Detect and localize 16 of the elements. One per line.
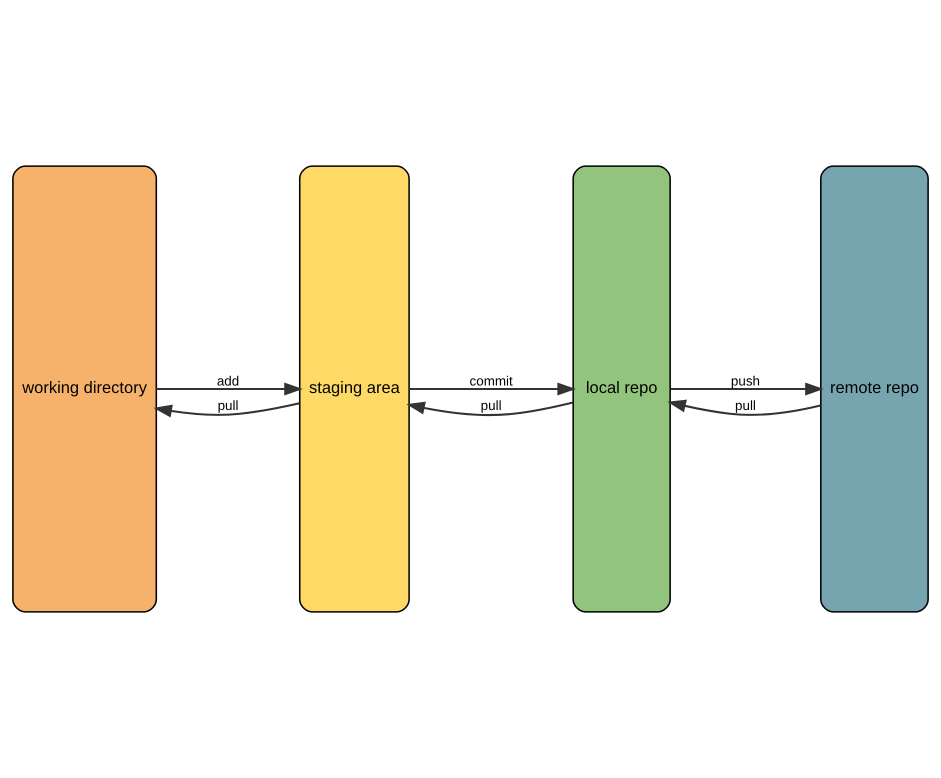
- arrow: [667, 400, 821, 416]
- node-box: local repo: [572, 165, 671, 613]
- arrow: [670, 382, 824, 396]
- edge-label: pull: [480, 398, 502, 414]
- edge-label: commit: [470, 373, 513, 388]
- node-box: staging area: [298, 165, 410, 613]
- edge-label: pull: [735, 398, 756, 414]
- arrow: [153, 402, 300, 418]
- node-box: working directory: [12, 165, 158, 613]
- node-box: remote repo: [820, 165, 929, 613]
- edge-label: add: [216, 373, 240, 388]
- arrow: [156, 382, 303, 396]
- edge-label: pull: [218, 398, 238, 414]
- arrow: [409, 382, 576, 396]
- edge-label: push: [730, 373, 760, 388]
- arrow: [406, 401, 574, 416]
